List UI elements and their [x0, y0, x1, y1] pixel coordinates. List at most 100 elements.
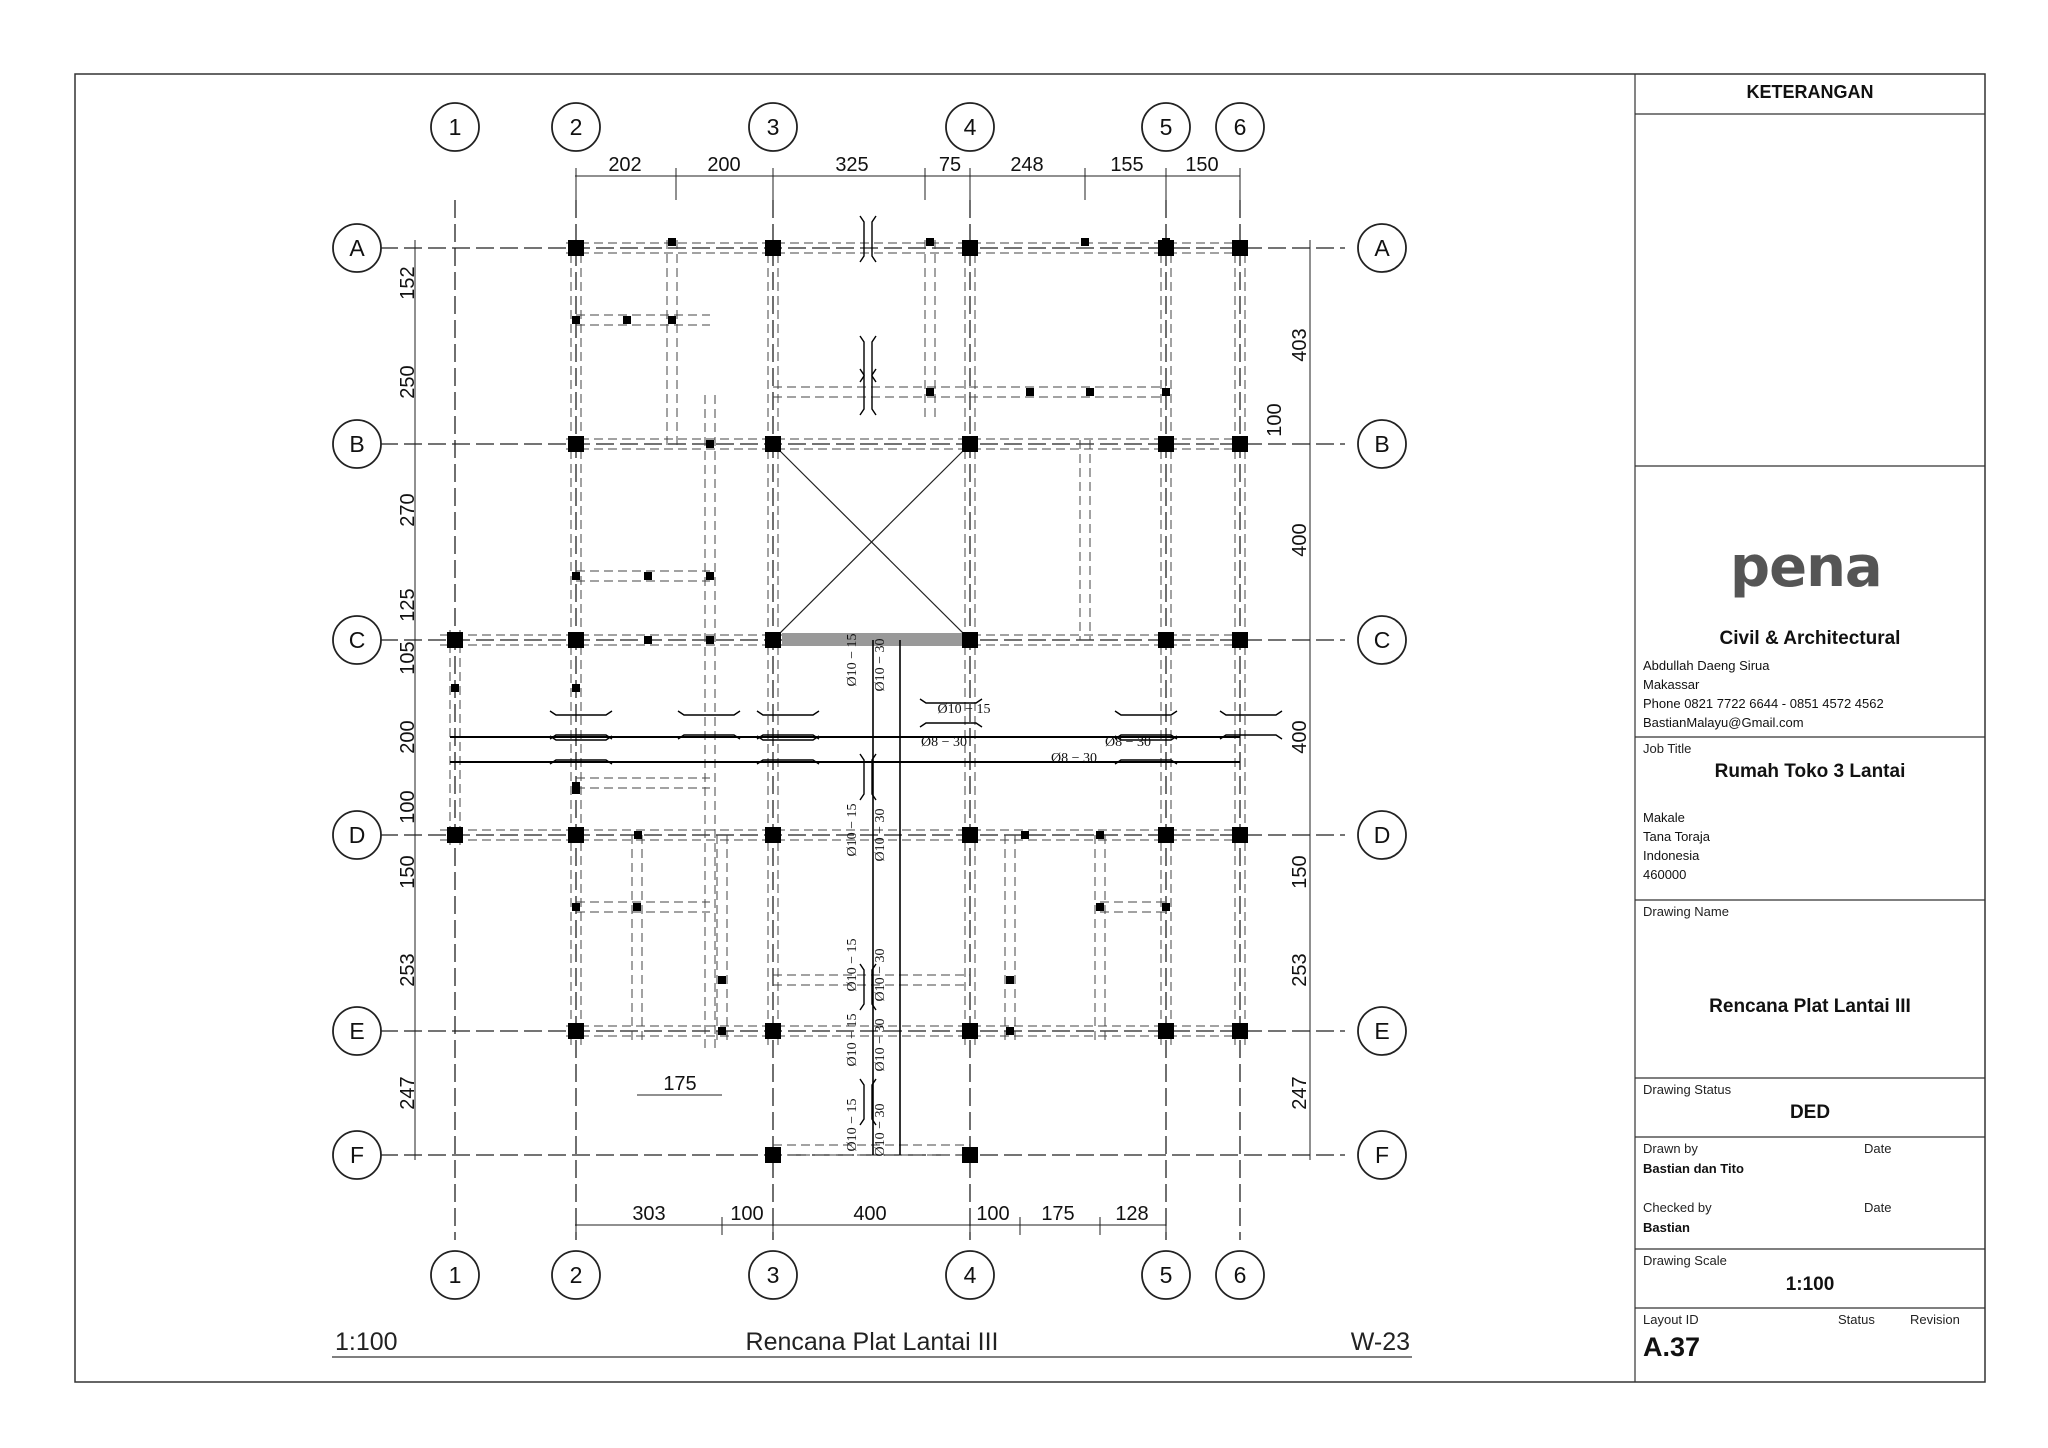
rebar-label-h-3: Ø8 − 30	[1105, 735, 1151, 750]
address-line-1: Abdullah Daeng Sirua	[1643, 658, 1770, 673]
bubble-label: F	[350, 1142, 364, 1168]
bubble-ring	[1215, 1250, 1265, 1300]
rebar-crank	[859, 1078, 877, 1126]
bubble-ring	[1357, 810, 1407, 860]
column	[1232, 632, 1248, 648]
drawing-name: Rencana Plat Lantai III	[1709, 996, 1911, 1017]
post	[718, 1027, 726, 1035]
dim-left-7: 150	[397, 855, 419, 888]
grid-bubble-row-D-right: D	[1357, 810, 1407, 860]
grid-bubble-row-F-left: F	[332, 1130, 382, 1180]
column	[962, 1023, 978, 1039]
footer-scale: 1:100	[335, 1328, 398, 1356]
rebar-crank	[859, 368, 877, 416]
rebar-crank	[1219, 710, 1283, 740]
footer-title: Rencana Plat Lantai III	[746, 1328, 999, 1356]
post	[1006, 1027, 1014, 1035]
bubble-ring	[1141, 1250, 1191, 1300]
rebar-label-v-7: Ø10 − 30	[873, 1018, 888, 1071]
rebar-crank	[859, 753, 877, 801]
post	[572, 684, 580, 692]
status-label: Status	[1838, 1312, 1875, 1327]
bubble-label: 3	[767, 114, 780, 140]
dim-right-6: 247	[1289, 1076, 1311, 1109]
bubble-label: 2	[570, 114, 583, 140]
post	[668, 316, 676, 324]
post	[668, 238, 676, 246]
bubble-ring	[945, 1250, 995, 1300]
bubble-label: C	[1374, 627, 1391, 653]
floor-plate-plan	[380, 168, 1345, 1240]
bubble-label: 4	[964, 114, 977, 140]
dim-top-5: 155	[1110, 154, 1143, 176]
drawing-scale-label: Drawing Scale	[1643, 1253, 1727, 1268]
post	[1162, 388, 1170, 396]
dim-right-4: 150	[1289, 855, 1311, 888]
dim-left-5: 200	[397, 720, 419, 753]
rebar-crank	[859, 335, 877, 383]
post	[633, 903, 641, 911]
dim-inner-0: 175	[663, 1073, 696, 1095]
column	[1158, 1023, 1174, 1039]
post	[1162, 903, 1170, 911]
post	[644, 636, 652, 644]
post	[1081, 238, 1089, 246]
bubble-ring	[332, 223, 382, 273]
bubble-ring	[1357, 223, 1407, 273]
bubble-label: D	[1374, 822, 1391, 848]
bubble-ring	[748, 102, 798, 152]
grid-bubble-col-1-top: 1	[430, 102, 480, 152]
column	[962, 436, 978, 452]
grid-bubble-col-2-top: 2	[551, 102, 601, 152]
column	[1158, 436, 1174, 452]
bubble-label: B	[349, 431, 364, 457]
post	[451, 684, 459, 692]
checked-by: Bastian	[1643, 1220, 1690, 1235]
post	[926, 388, 934, 396]
post	[572, 786, 580, 794]
job-title: Rumah Toko 3 Lantai	[1714, 761, 1906, 782]
post	[1096, 831, 1104, 839]
location-line-3: Indonesia	[1643, 848, 1700, 863]
post	[1006, 976, 1014, 984]
column	[447, 827, 463, 843]
bubble-label: E	[1374, 1018, 1389, 1044]
location-line-2: Tana Toraja	[1643, 829, 1710, 844]
dim-left-3: 125	[397, 588, 419, 621]
rebar-crank	[919, 698, 983, 728]
bubble-ring	[332, 615, 382, 665]
dim-left-6: 100	[397, 790, 419, 823]
column	[1158, 632, 1174, 648]
drawn-by: Bastian dan Tito	[1643, 1161, 1744, 1176]
bubble-label: 5	[1160, 1262, 1173, 1288]
post	[634, 831, 642, 839]
bubble-ring	[1357, 1130, 1407, 1180]
rebar-crank	[549, 710, 613, 740]
rebar-label-v-0: Ø10 − 15	[845, 633, 860, 686]
rebar-label-v-2: Ø10 − 15	[845, 803, 860, 856]
dim-bottom-3: 100	[976, 1203, 1009, 1225]
column	[568, 827, 584, 843]
rebar-label-v-1: Ø10 − 30	[873, 638, 888, 691]
rebar-label-v-9: Ø10 − 30	[873, 1103, 888, 1156]
column	[765, 827, 781, 843]
column	[765, 1023, 781, 1039]
bubble-label: 3	[767, 1262, 780, 1288]
bubble-label: 6	[1234, 1262, 1247, 1288]
bubble-ring	[332, 1130, 382, 1180]
post	[926, 238, 934, 246]
column	[765, 1147, 781, 1163]
dim-top-6: 150	[1185, 154, 1218, 176]
bubble-ring	[1357, 1006, 1407, 1056]
grid-bubble-row-B-left: B	[332, 419, 382, 469]
rebar-label-v-8: Ø10 − 15	[845, 1098, 860, 1151]
post	[706, 572, 714, 580]
column	[1232, 240, 1248, 256]
grid-bubble-row-A-right: A	[1357, 223, 1407, 273]
dim-top-1: 200	[707, 154, 740, 176]
column	[447, 632, 463, 648]
bubble-ring	[430, 102, 480, 152]
dim-left-4: 105	[397, 641, 419, 674]
